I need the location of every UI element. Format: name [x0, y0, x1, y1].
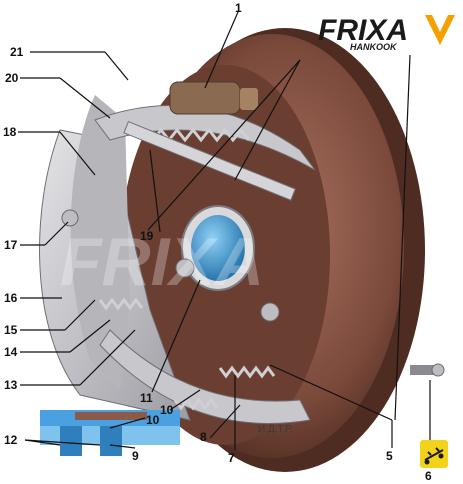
hub-bolts — [61, 209, 280, 322]
label-10b: 10 — [146, 413, 160, 427]
part-labels: 1 21 20 18 19 17 16 15 14 13 11 10 10 8 … — [3, 1, 432, 483]
shoe-section-detail — [40, 410, 180, 456]
label-14: 14 — [4, 345, 18, 359]
brake-shoe-upper — [94, 104, 316, 171]
label-16: 16 — [4, 291, 18, 305]
wheel-cylinder — [169, 81, 258, 115]
label-21: 21 — [10, 45, 24, 59]
label-9: 9 — [132, 449, 139, 463]
label-5: 5 — [386, 449, 393, 463]
label-1: 1 — [235, 1, 242, 15]
stamp-text: И.Д.Т.Р. — [258, 424, 293, 435]
brake-shoe-lower — [99, 329, 311, 424]
svg-text:HANKOOK: HANKOOK — [350, 42, 398, 52]
brand-logo: FRIXA HANKOOK — [318, 14, 455, 52]
backing-plate — [39, 95, 191, 421]
wheel-hub — [181, 205, 255, 291]
label-19: 19 — [140, 229, 154, 243]
label-12: 12 — [4, 433, 18, 447]
leader-lines — [18, 11, 431, 450]
watermark: FRIXA — [60, 224, 264, 300]
svg-text:FRIXA: FRIXA — [318, 14, 408, 47]
label-7: 7 — [228, 451, 235, 465]
label-11: 11 — [140, 391, 153, 405]
upper-return-spring — [143, 127, 251, 143]
label-20: 20 — [5, 71, 19, 85]
car-lift-icon — [420, 440, 448, 468]
label-8: 8 — [200, 430, 207, 444]
label-10a: 10 — [160, 403, 174, 417]
label-17: 17 — [4, 238, 18, 252]
axle-stub — [410, 363, 445, 377]
label-15: 15 — [4, 323, 18, 337]
label-6: 6 — [425, 469, 432, 483]
lower-springs — [98, 297, 276, 411]
label-18: 18 — [3, 125, 17, 139]
label-13: 13 — [4, 378, 18, 392]
